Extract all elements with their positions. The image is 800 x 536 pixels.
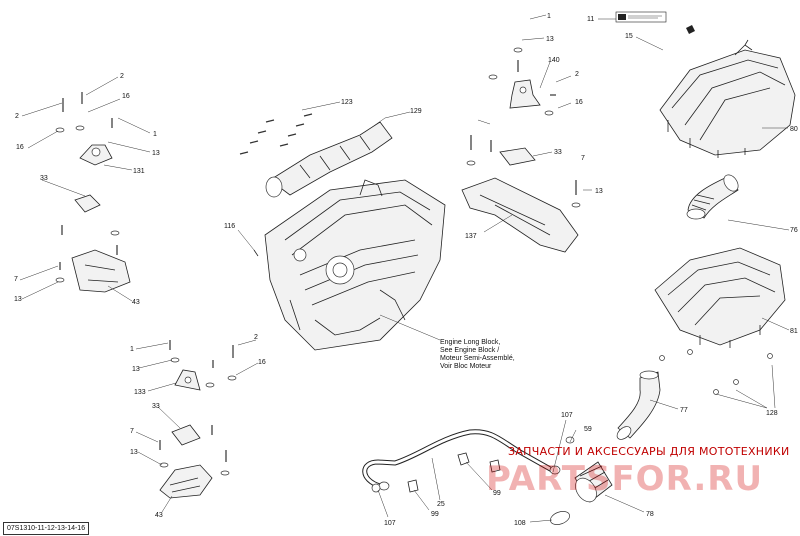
callout-33-lower: 33 — [152, 403, 160, 410]
bracket-33-lower — [171, 424, 213, 446]
callout-11: 11 — [587, 16, 594, 23]
svg-text:Engine Long Block,: Engine Long Block, — [440, 339, 500, 346]
callout-25: 25 — [437, 501, 445, 508]
callout-13-mid-left: 13 — [14, 296, 22, 303]
watermark-tagline: ЗАПЧАСТИ И АКСЕССУАРЫ ДЛЯ МОТОТЕХНИКИ — [508, 445, 790, 458]
diagram-code: 07S1310-11-12-13-14-16 — [3, 522, 90, 535]
callout-137: 137 — [465, 233, 477, 240]
mount-bracket-43-lower — [159, 440, 230, 499]
callout-1-lower: 1 — [130, 346, 134, 353]
hose-clamp-108 — [550, 511, 570, 525]
callout-99-left: 99 — [431, 511, 439, 518]
callout-78: 78 — [646, 511, 654, 518]
engine-long-block — [264, 179, 446, 351]
callout-7-left: 7 — [14, 276, 18, 283]
throttle-body-hose — [616, 370, 661, 440]
callout-129: 129 — [410, 108, 422, 115]
exhaust-manifold — [265, 121, 393, 198]
coupling-sleeve — [574, 461, 613, 503]
callout-7-top: 7 — [581, 155, 585, 162]
callout-59: 59 — [584, 426, 592, 433]
svg-text:Moteur Semi-Assemblé,: Moteur Semi-Assemblé, — [440, 355, 515, 362]
plenum-lower-housing — [654, 247, 786, 348]
intake-hose — [686, 174, 739, 220]
callout-43-upper: 43 — [132, 299, 140, 306]
callout-80: 80 — [790, 126, 798, 133]
callout-76: 76 — [790, 227, 798, 234]
callout-15: 15 — [625, 33, 633, 40]
intake-manifold-cover — [659, 39, 796, 158]
callout-123: 123 — [341, 99, 353, 106]
watermark-logo: PARTSFOR.RU — [486, 459, 763, 499]
callout-16-lower: 16 — [258, 359, 266, 366]
callout-13-right: 13 — [595, 188, 603, 195]
callout-13-bottom: 13 — [130, 449, 138, 456]
engine-mount-140 — [488, 47, 556, 116]
callout-33-left: 33 — [40, 175, 48, 182]
clip-59 — [565, 436, 575, 444]
callout-16-far-left: 16 — [16, 144, 24, 151]
callout-13-top: 13 — [546, 36, 554, 43]
callout-1-left: 1 — [153, 131, 157, 138]
callout-99-right: 99 — [493, 490, 501, 497]
callout-2-top: 2 — [575, 71, 579, 78]
callout-107-right: 107 — [561, 412, 573, 419]
callout-2-left: 2 — [120, 73, 124, 80]
callout-133: 133 — [134, 389, 146, 396]
callout-16-left: 16 — [122, 93, 130, 100]
callout-1-top: 1 — [547, 13, 551, 20]
engine-mount-131 — [55, 92, 113, 166]
nuts-128 — [659, 349, 773, 395]
bracket-33-upper — [499, 147, 536, 166]
callout-13-lower: 13 — [132, 366, 140, 373]
callout-116: 116 — [224, 223, 235, 230]
engine-long-block-note: Engine Long Block, See Engine Block / Mo… — [440, 339, 515, 370]
warning-sticker-icon — [615, 11, 695, 34]
callout-77: 77 — [680, 407, 688, 414]
callout-33-top: 33 — [554, 149, 562, 156]
callout-128: 128 — [766, 410, 778, 417]
callout-131: 131 — [133, 168, 145, 175]
callout-108: 108 — [514, 520, 526, 527]
svg-text:Voir Bloc Moteur: Voir Bloc Moteur — [440, 363, 492, 370]
hose-116 — [253, 249, 259, 257]
callout-107-left: 107 — [384, 520, 396, 527]
bracket-33-left — [74, 194, 101, 213]
engine-mount-133 — [169, 340, 237, 391]
callout-16-top: 16 — [575, 99, 583, 106]
manifold-studs-123 — [239, 113, 313, 155]
callout-7-lower: 7 — [130, 428, 134, 435]
leader-lines — [19, 14, 790, 523]
support-bracket-137 — [461, 135, 581, 253]
callout-81: 81 — [790, 328, 798, 335]
callout-2-far-left: 2 — [15, 113, 19, 120]
callout-13-left: 13 — [152, 150, 160, 157]
callout-140: 140 — [548, 57, 560, 64]
callout-43-lower: 43 — [155, 512, 163, 519]
mount-bracket-43-upper — [55, 225, 131, 293]
svg-text:See Engine Block /: See Engine Block / — [440, 347, 499, 354]
callout-2-lower: 2 — [254, 334, 258, 341]
hose-clamps-99 — [407, 452, 501, 493]
